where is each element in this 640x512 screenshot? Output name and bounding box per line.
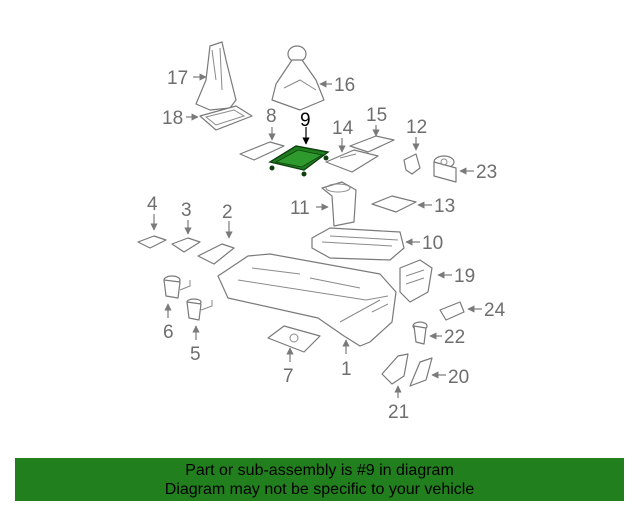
part-21-cover[interactable] [381, 353, 409, 385]
part-8-cover-strip[interactable] [239, 141, 285, 161]
part-4-small-pad[interactable] [137, 235, 167, 249]
callout-24: 24 [484, 300, 506, 321]
parts-diagram: 17 16 18 8 9 14 15 1 [137, 41, 506, 423]
info-banner: Part or sub-assembly is #9 in diagram Di… [15, 458, 624, 501]
callout-6: 6 [163, 322, 174, 343]
part-2-tray[interactable] [197, 243, 235, 265]
callout-1: 1 [341, 359, 352, 380]
part-12-bracket[interactable] [403, 153, 421, 175]
part-1-center-console[interactable] [217, 253, 397, 347]
callout-2: 2 [222, 202, 233, 223]
part-16-shift-knob-boot[interactable] [271, 45, 325, 111]
banner-line-part-info: Part or sub-assembly is #9 in diagram [185, 461, 454, 479]
callout-5: 5 [190, 344, 201, 365]
part-6-connector[interactable] [163, 275, 191, 299]
part-19-vent[interactable] [399, 259, 433, 303]
part-20-side-cover[interactable] [409, 357, 433, 387]
part-23-power-socket[interactable] [433, 155, 457, 183]
callout-14: 14 [332, 118, 354, 139]
part-9-shifter-bezel[interactable] [268, 145, 330, 177]
part-14-cover-panel[interactable] [325, 149, 379, 173]
part-24-switch[interactable] [439, 301, 465, 321]
callout-17: 17 [167, 68, 188, 89]
part-13-liner[interactable] [371, 195, 417, 213]
callout-8: 8 [266, 106, 277, 127]
callout-15: 15 [366, 105, 387, 126]
callout-9: 9 [300, 110, 311, 131]
callout-11: 11 [290, 198, 310, 219]
callout-12: 12 [406, 117, 427, 138]
callout-18: 18 [162, 108, 183, 129]
part-11-cup-holder[interactable] [321, 181, 357, 227]
callout-22: 22 [444, 327, 465, 348]
callout-20: 20 [448, 367, 469, 388]
part-10-upper-trim[interactable] [311, 227, 405, 261]
callout-23: 23 [476, 162, 497, 183]
callout-7: 7 [283, 366, 294, 387]
callout-3: 3 [181, 200, 192, 221]
callout-4: 4 [147, 194, 158, 215]
callout-13: 13 [434, 196, 455, 217]
part-5-connector[interactable] [186, 298, 213, 321]
part-18-tray-insert[interactable] [199, 105, 253, 131]
part-22-knob[interactable] [412, 321, 428, 345]
banner-line-disclaimer: Diagram may not be specific to your vehi… [164, 480, 475, 498]
part-3-small-tray[interactable] [171, 237, 201, 253]
callout-19: 19 [454, 266, 475, 287]
part-7-bracket-plate[interactable] [267, 325, 321, 353]
part-17-shift-boot[interactable] [195, 41, 237, 111]
part-15-pad[interactable] [349, 135, 395, 153]
callout-21: 21 [388, 402, 409, 423]
callout-10: 10 [422, 233, 443, 254]
callout-16: 16 [334, 75, 355, 96]
